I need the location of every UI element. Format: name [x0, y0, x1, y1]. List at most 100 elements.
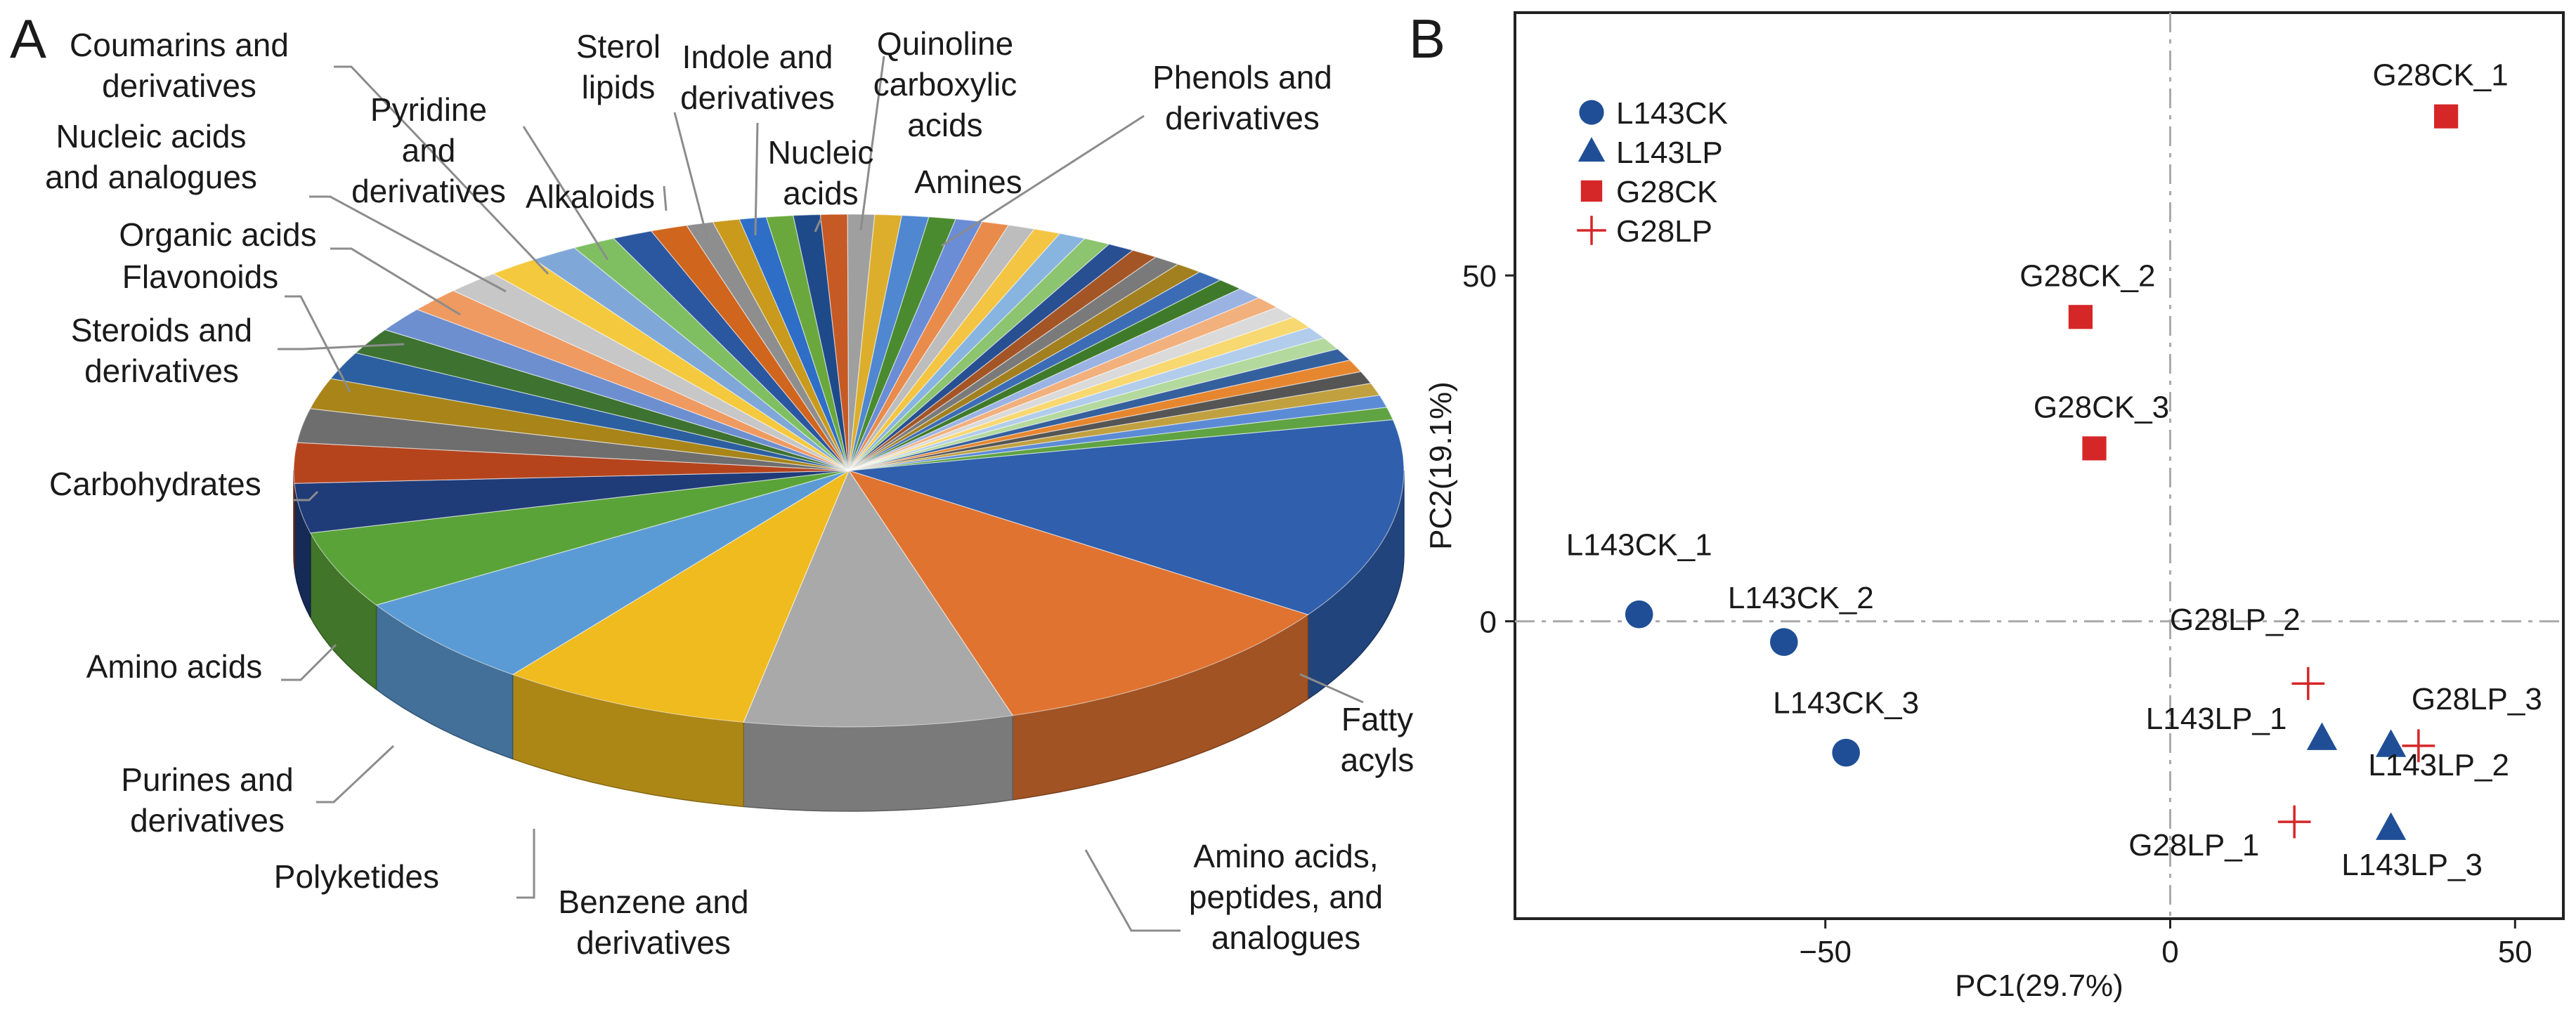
pie-slice-indole-and-derivatives	[492, 258, 850, 471]
pie-side-wall	[743, 714, 1013, 812]
point-label: L143CK_2	[1728, 581, 1874, 615]
pie-slice-organic-acids	[309, 378, 850, 471]
y-axis-ticks: 0 50	[1462, 259, 1515, 640]
marker-g28ck	[2068, 305, 2093, 329]
marker-g28lp	[2402, 729, 2435, 763]
marker-l143lp	[2376, 812, 2407, 840]
pie-label: Organic acids	[119, 216, 316, 253]
point-label: L143CK_3	[1773, 686, 1919, 721]
pie-slice-benzene-and-derivatives	[743, 469, 1014, 728]
pie-slice-pyridine-and-derivatives	[384, 308, 850, 471]
legend-marker	[1577, 216, 1606, 245]
point-label: G28CK_3	[2034, 390, 2169, 424]
pca-scatter-plot: −50 0 50 0 50 PC1(29.7%) PC2(19.1%) L143CK_…	[1424, 11, 2565, 1003]
leader-line	[663, 185, 668, 211]
point-label: G28LP_1	[2128, 828, 2259, 862]
pie-slice-amino-acids-peptides-and-analogues	[847, 469, 1309, 716]
pie-leader-lines	[278, 55, 1364, 932]
x-tick-label: 0	[2161, 935, 2178, 969]
pie-label: Polyketides	[274, 858, 439, 895]
marker-l143ck	[1832, 738, 1860, 767]
x-tick-label: 50	[2498, 935, 2532, 969]
marker-l143lp	[2306, 722, 2338, 750]
marker-g28lp	[2291, 667, 2325, 700]
leader-line	[278, 343, 405, 350]
pie-slice-fatty-acyls	[848, 419, 1405, 615]
pie-label: Flavonoids	[122, 258, 278, 295]
leader-line	[309, 195, 507, 293]
plot-frame	[1514, 11, 2565, 920]
pie-label: Amines	[914, 164, 1022, 200]
marker-g28ck	[2434, 104, 2459, 129]
leader-line	[941, 114, 1145, 247]
panel-b-letter: B	[1409, 8, 1445, 70]
point-label: G28LP_3	[2412, 682, 2542, 716]
point-label: L143LP_2	[2368, 748, 2509, 782]
x-axis-title: PC1(29.7%)	[1955, 969, 2123, 1003]
pie-slice-sterol-lipids	[452, 273, 850, 471]
point-label: G28CK_2	[2019, 258, 2155, 293]
marker-l143ck	[1770, 628, 1798, 656]
leader-line	[330, 247, 461, 316]
pie-top-faces	[293, 214, 1405, 728]
pie-label: Carbohydrates	[49, 466, 261, 502]
legend-marker	[1579, 100, 1604, 125]
legend-label: G28LP	[1616, 214, 1712, 249]
pie-slice-minor	[848, 407, 1394, 471]
leader-line	[814, 218, 822, 232]
leader-line	[294, 490, 319, 501]
point-label: G28LP_2	[2170, 603, 2301, 637]
leader-line	[859, 55, 885, 231]
leader-line	[316, 744, 395, 803]
point-label: L143LP_3	[2341, 848, 2483, 882]
y-tick-label: 0	[1480, 605, 1497, 640]
x-axis-ticks: −50 0 50	[1799, 919, 2532, 969]
pie-side-walls	[293, 470, 1405, 812]
marker-l143lp	[2376, 729, 2407, 757]
leader-line	[673, 112, 710, 243]
leader-line	[522, 126, 609, 261]
x-tick-label: −50	[1799, 935, 1852, 969]
legend-marker	[1580, 180, 1603, 202]
legend-label: L143LP	[1616, 136, 1723, 170]
pie-slice-purines-and-derivatives	[375, 470, 850, 676]
leader-line	[285, 295, 351, 393]
marker-g28ck	[2082, 436, 2107, 461]
leader-line	[1084, 849, 1180, 932]
y-axis-title: PC2(19.1%)	[1424, 381, 1458, 550]
leader-line	[281, 643, 337, 681]
point-label: L143LP_1	[2146, 702, 2287, 736]
legend-marker	[1578, 137, 1606, 162]
panel-a-letter: A	[10, 8, 46, 70]
pie-slice-amino-acids	[309, 470, 850, 606]
data-points	[1625, 104, 2459, 840]
pie-label: Alkaloids	[526, 178, 655, 215]
marker-g28lp	[2277, 805, 2311, 839]
point-label: L143CK_1	[1566, 528, 1712, 563]
y-tick-label: 50	[1462, 259, 1497, 294]
marker-l143ck	[1625, 600, 1653, 629]
pie-label: Amino acids	[86, 648, 263, 685]
leader-line	[754, 122, 759, 236]
leader-line	[516, 829, 535, 899]
point-label: G28CK_1	[2373, 58, 2509, 93]
pie-slice-coumarins-and-derivatives	[355, 329, 850, 471]
legend-label: L143CK	[1616, 96, 1728, 131]
